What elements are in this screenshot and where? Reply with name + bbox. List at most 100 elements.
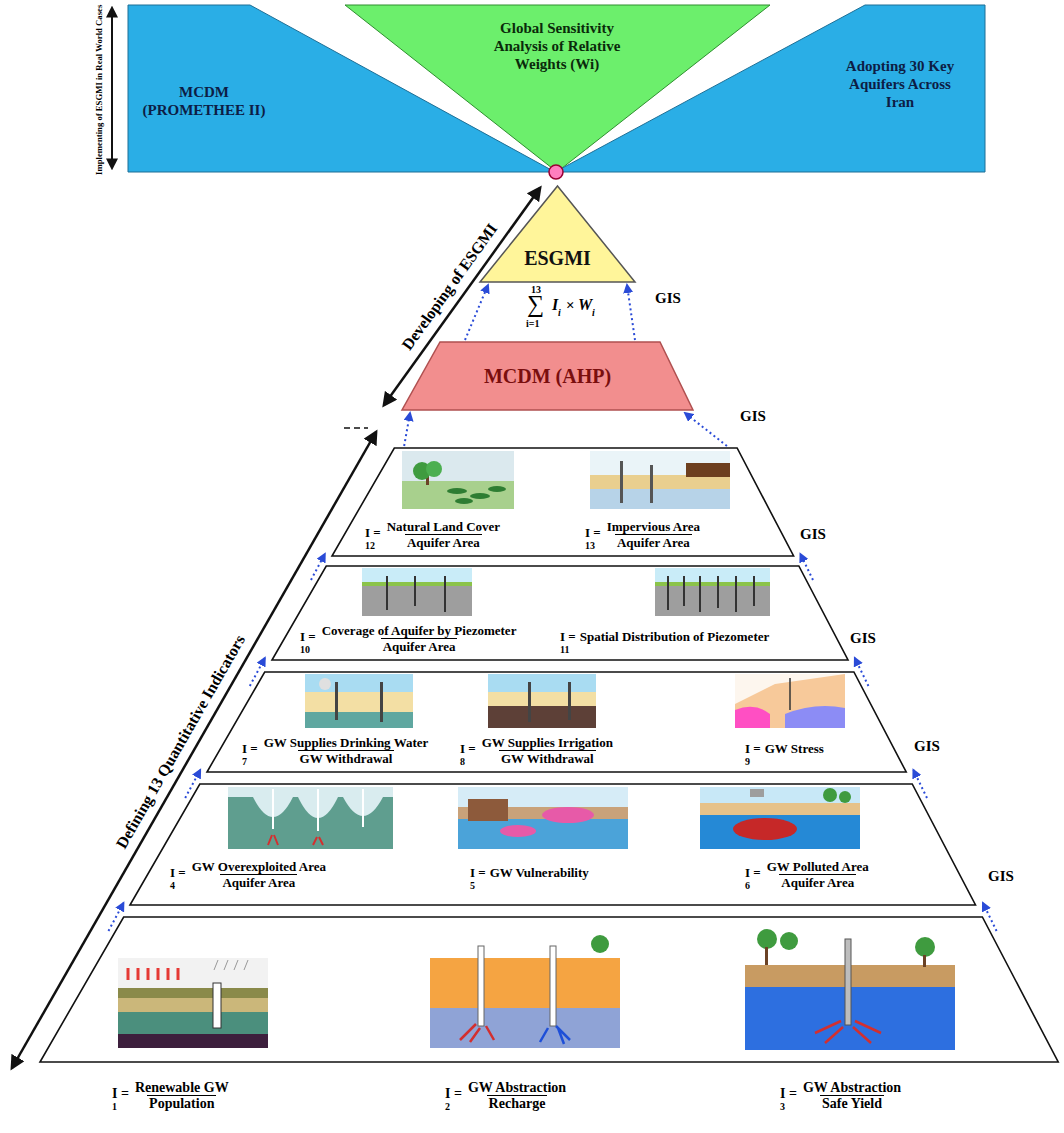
gis-label: GIS (655, 290, 681, 307)
gis-label: GIS (850, 630, 876, 647)
axis-label: Implementing of ESGMI in Real World Case… (95, 5, 105, 175)
indicator-definition: GW Stress (765, 741, 824, 756)
axis-label: Developing of ESGMI (398, 220, 500, 353)
axis-label: Developing of ESGMI (398, 220, 500, 353)
renewable-gw-picture (118, 958, 268, 1048)
safe-yield-picture (745, 925, 955, 1050)
index-triangle: ESGMI (480, 186, 635, 282)
indicator-denominator: Population (147, 1095, 216, 1111)
indicator-layer: I =7GW Supplies Drinking WaterGW Withdra… (207, 672, 906, 772)
indicator-denominator: GW Withdrawal (499, 750, 596, 766)
indicator-numerator: Natural Land Cover (385, 519, 502, 534)
recharge-picture (430, 928, 620, 1048)
ahp-trapezoid: MCDM (AHP) (402, 342, 693, 410)
flow-arrow (250, 658, 265, 686)
shape-label: MCDM (AHP) (402, 364, 693, 388)
indicator-symbol: I =5 (470, 865, 486, 891)
dashed-line (344, 427, 368, 429)
indicator-number: 3 (780, 1101, 785, 1112)
shape-label: Adopting 30 Key Aquifers Across Iran (840, 57, 960, 111)
indicator-formula: I =9 GW Stress (745, 741, 824, 767)
vulnerability-picture (458, 787, 628, 849)
flow-arrow (627, 285, 635, 340)
indicator-formula: I =13Impervious AreaAquifer Area (585, 517, 702, 551)
indicator-formula: I =8GW Supplies IrrigationGW Withdrawal (460, 733, 615, 767)
indicator-numerator: GW Abstraction (801, 1080, 903, 1095)
indicator-fraction: GW AbstractionRecharge (466, 1080, 568, 1111)
indicator-number: 4 (170, 880, 175, 891)
formula-subscript: i (558, 307, 561, 318)
indicator-fraction: GW Supplies Drinking WaterGW Withdrawal (262, 735, 431, 766)
indicator-denominator: Aquifer Area (779, 874, 856, 890)
formula-variable: I (552, 296, 558, 314)
indicator-denominator: GW Withdrawal (298, 750, 395, 766)
indicator-fraction: Renewable GWPopulation (133, 1080, 231, 1111)
indicator-symbol: I =8 (460, 733, 476, 767)
indicator-fraction: Impervious AreaAquifer Area (605, 519, 702, 550)
indicator-fraction: GW Supplies IrrigationGW Withdrawal (480, 735, 615, 766)
indicator-symbol: I = (745, 865, 761, 880)
shape-label: Adopting 30 Key Aquifers Across Iran (840, 57, 960, 111)
double-arrow (111, 8, 113, 168)
indicator-numerator: GW Supplies Drinking Water (262, 735, 431, 750)
shape-outline (332, 448, 794, 556)
indicator-symbol: I =1 (112, 1078, 129, 1112)
indicator-fraction: GW Overexploited AreaAquifer Area (190, 859, 328, 890)
indicator-denominator: Aquifer Area (615, 534, 692, 550)
flow-arrow (983, 903, 997, 931)
land-cover-picture (402, 451, 514, 509)
indicator-number: 12 (365, 540, 375, 551)
gis-label: GIS (850, 630, 876, 647)
formula-variable: W (578, 296, 592, 314)
shape-label: ESGMI (480, 246, 635, 270)
formula-subscript: i (558, 307, 561, 318)
indicator-number: 13 (585, 540, 595, 551)
gis-label: GIS (914, 738, 940, 755)
formula-variable: W (578, 296, 592, 314)
indicator-symbol: I =4 (170, 857, 186, 891)
piezometer-picture (362, 568, 472, 616)
indicator-symbol: I = (560, 629, 576, 644)
indicator-formula: I =6GW Polluted AreaAquifer Area (745, 857, 871, 891)
indicator-formula: I =12 Natural Land CoverAquifer Area (365, 517, 502, 551)
indicator-formula: I =2 GW AbstractionRecharge (445, 1078, 568, 1112)
indicator-denominator: Aquifer Area (405, 534, 482, 550)
shape-outline (207, 672, 906, 772)
shape-outline (402, 342, 693, 410)
flow-arrow (913, 770, 927, 798)
irrigation-picture (488, 674, 596, 728)
indicator-symbol: I =9 (745, 741, 761, 767)
flow-arrow (855, 658, 869, 686)
stress-picture (735, 674, 845, 728)
indicator-denominator: Safe Yield (820, 1095, 884, 1111)
shape-label: ESGMI (480, 246, 635, 270)
indicator-denominator: Aquifer Area (381, 638, 458, 654)
indicator-layer: I =4GW Overexploited AreaAquifer AreaI =… (130, 784, 976, 905)
gis-label: GIS (914, 738, 940, 755)
formula-subscript: i (592, 307, 595, 318)
formula-limit: i=1 (526, 318, 539, 329)
indicator-formula: I =3 GW AbstractionSafe Yield (780, 1078, 903, 1112)
indicator-number: 2 (445, 1101, 450, 1112)
indicator-symbol: I = (445, 1086, 462, 1101)
indicator-formula: I =5 GW Vulnerability (470, 865, 589, 891)
flow-arrow (685, 413, 727, 446)
indicator-symbol: I =10 (300, 621, 316, 655)
shape-outline (130, 784, 976, 905)
shape-outline (272, 566, 848, 660)
indicator-symbol: I = (780, 1086, 797, 1101)
shape-label: MCDM (AHP) (402, 364, 693, 388)
flow-arrow (185, 770, 200, 798)
indicator-symbol: I =12 (365, 517, 381, 551)
indicator-definition: GW Vulnerability (490, 865, 589, 880)
flow-arrow (108, 903, 123, 931)
shape-outline (40, 917, 1058, 1062)
indicator-layer: I =1Renewable GWPopulationI =2GW Abstrac… (40, 917, 1058, 1125)
indicator-layer: I =12Natural Land CoverAquifer AreaI =13… (332, 448, 794, 556)
gis-label: GIS (740, 408, 766, 425)
formula-subscript: i (592, 307, 595, 318)
gis-label: GIS (740, 408, 766, 425)
indicator-numerator: GW Polluted Area (765, 859, 871, 874)
